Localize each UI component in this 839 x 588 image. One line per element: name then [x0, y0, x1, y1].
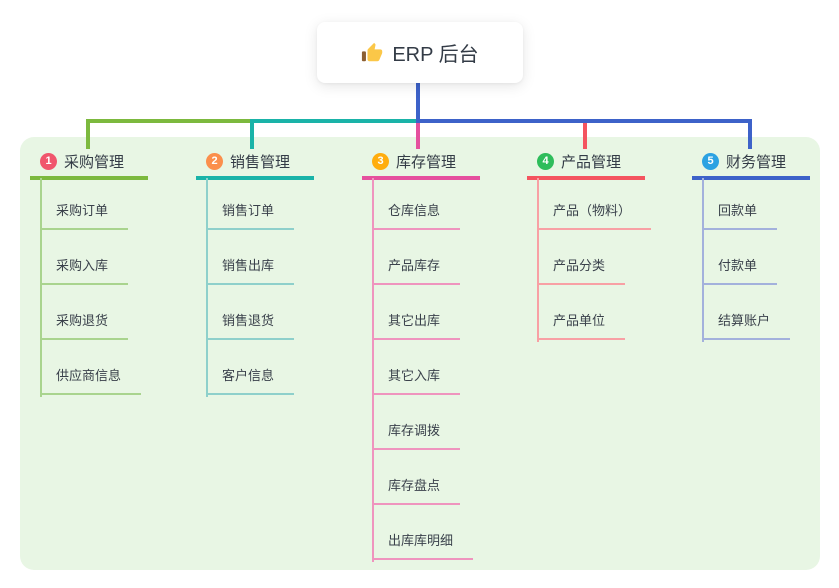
mindmap-node[interactable]: 销售退货	[206, 312, 295, 340]
branch-subline	[372, 178, 374, 562]
mindmap-node[interactable]: 回款单	[702, 202, 778, 230]
branch-finance: 5 财务管理 回款单 付款单 结算账户	[692, 150, 839, 342]
branch-title-label: 财务管理	[726, 153, 787, 171]
mindmap-node[interactable]: 其它出库	[372, 312, 461, 340]
branch-title-product[interactable]: 4 产品管理	[527, 150, 687, 172]
branch-drop-product	[583, 119, 587, 149]
branch-drop-procurement	[86, 119, 90, 149]
root-connector	[416, 82, 420, 121]
mindmap-node[interactable]: 出库库明细	[372, 532, 474, 560]
branch-subline	[702, 178, 704, 342]
branch-title-label: 销售管理	[230, 153, 291, 171]
branch-product: 4 产品管理 产品（物料） 产品分类 产品单位	[527, 150, 687, 342]
branch-number-badge: 5	[702, 152, 719, 170]
branch-underline	[196, 176, 314, 180]
branch-drop-inventory	[416, 119, 420, 149]
branch-title-inventory[interactable]: 3 库存管理	[362, 150, 522, 172]
mindmap-node[interactable]: 库存调拨	[372, 422, 461, 450]
mindmap-node[interactable]: 其它入库	[372, 367, 461, 395]
branch-sales: 2 销售管理 销售订单 销售出库 销售退货 客户信息	[196, 150, 356, 397]
connector-segment-sales	[250, 119, 420, 123]
mindmap-node[interactable]: 付款单	[702, 257, 778, 285]
mindmap-node[interactable]: 产品库存	[372, 257, 461, 285]
mindmap-node[interactable]: 采购订单	[40, 202, 129, 230]
branch-procurement: 1 采购管理 采购订单 采购入库 采购退货 供应商信息	[30, 150, 190, 397]
branch-title-label: 库存管理	[396, 153, 457, 171]
branch-drop-sales	[250, 119, 254, 149]
connector-segment-finance	[416, 119, 752, 123]
branch-number-badge: 2	[206, 152, 223, 170]
branch-underline	[30, 176, 148, 180]
branch-subline	[40, 178, 42, 397]
branch-underline	[692, 176, 810, 180]
mindmap-node[interactable]: 库存盘点	[372, 477, 461, 505]
branch-title-label: 采购管理	[64, 153, 125, 171]
mindmap-node[interactable]: 采购入库	[40, 257, 129, 285]
thumbs-up-icon	[361, 42, 383, 64]
mindmap-node[interactable]: 仓库信息	[372, 202, 461, 230]
branches-panel	[20, 137, 820, 570]
mindmap-node[interactable]: 采购退货	[40, 312, 129, 340]
mindmap-node[interactable]: 供应商信息	[40, 367, 142, 395]
mindmap-node[interactable]: 产品单位	[537, 312, 626, 340]
branch-subline	[537, 178, 539, 342]
branch-title-sales[interactable]: 2 销售管理	[196, 150, 356, 172]
mindmap-node[interactable]: 产品（物料）	[537, 202, 652, 230]
branch-number-badge: 4	[537, 152, 554, 170]
branch-title-procurement[interactable]: 1 采购管理	[30, 150, 190, 172]
mindmap-node[interactable]: 结算账户	[702, 312, 791, 340]
branch-number-badge: 3	[372, 152, 389, 170]
branch-subline	[206, 178, 208, 397]
mindmap-node[interactable]: 销售出库	[206, 257, 295, 285]
branch-drop-finance	[748, 119, 752, 149]
mindmap-node[interactable]: 客户信息	[206, 367, 295, 395]
branch-title-finance[interactable]: 5 财务管理	[692, 150, 839, 172]
branch-underline	[527, 176, 645, 180]
branch-underline	[362, 176, 480, 180]
mindmap-node[interactable]: 产品分类	[537, 257, 626, 285]
branch-inventory: 3 库存管理 仓库信息 产品库存 其它出库 其它入库 库存调拨 库存盘点 出库库…	[362, 150, 522, 562]
branch-number-badge: 1	[40, 152, 57, 170]
mindmap-node[interactable]: 销售订单	[206, 202, 295, 230]
branch-title-label: 产品管理	[561, 153, 622, 171]
root-title: ERP 后台	[392, 44, 479, 66]
root-node[interactable]: ERP 后台	[317, 22, 523, 83]
connector-segment-procurement	[86, 119, 254, 123]
